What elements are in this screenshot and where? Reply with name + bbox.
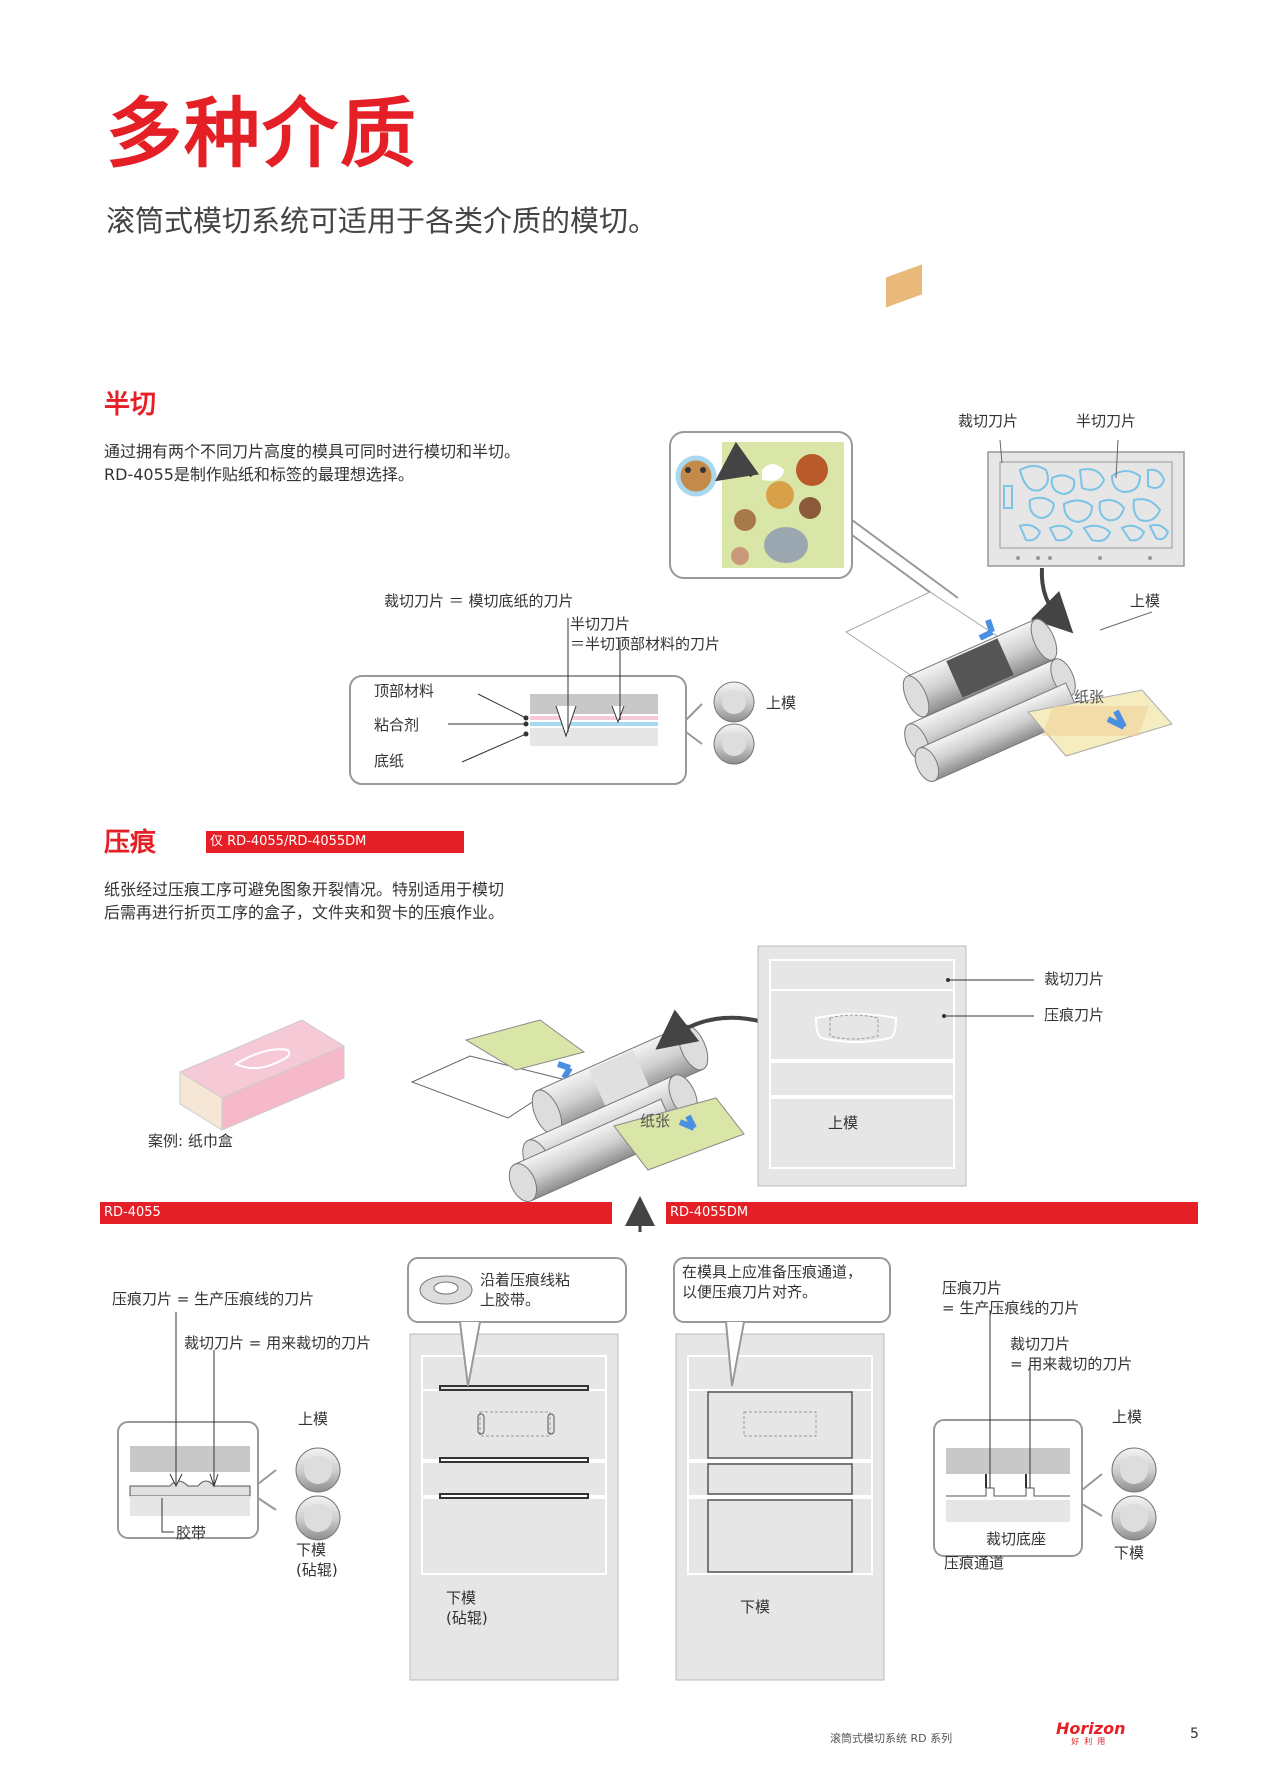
rd4055-callout-text: 沿着压痕线粘 上胶带。: [480, 1270, 570, 1310]
rd4055dm-crease-blade: 压痕刀片: [942, 1279, 1003, 1297]
crease-upper-die-label: 上模: [828, 1114, 859, 1132]
crease-paper-label: 纸张: [640, 1112, 671, 1130]
page-subtitle: 滚筒式模切系统可适用于各类介质的模切。: [106, 204, 658, 238]
label-top-material: 顶部材料: [374, 682, 435, 700]
rd4055-lower-note: (砧辊): [296, 1561, 338, 1579]
label-half-blade: 半切刀片: [570, 615, 631, 633]
crease-desc-line2: 后需再进行折页工序的盒子，文件夹和贺卡的压痕作业。: [104, 903, 505, 922]
rd4055-upper-label: 上模: [298, 1410, 329, 1428]
label-half-blade-definition: 半切刀片 ＝半切顶部材料的刀片: [570, 614, 720, 654]
rd4055dm-cut-blade: 裁切刀片: [1010, 1335, 1071, 1353]
crease-model-badge: 仅 RD-4055/RD-4055DM: [206, 831, 464, 853]
label-adhesive: 粘合剂: [374, 716, 420, 734]
half-cut-desc-line1: 通过拥有两个不同刀片高度的模具可同时进行模切和半切。: [104, 442, 521, 461]
rd4055-callout: [407, 1257, 627, 1387]
label-upper-die-small: 上模: [766, 694, 797, 712]
label-cut-blade-top: 裁切刀片: [958, 412, 1019, 430]
rd4055-board-lower-note: (砧辊): [446, 1609, 488, 1627]
rd4055-callout-line1: 沿着压痕线粘: [480, 1271, 571, 1289]
rd4055dm-cut-blade-def: 裁切刀片 = 用来裁切的刀片: [1010, 1334, 1132, 1374]
label-half-blade-top: 半切刀片: [1076, 412, 1137, 430]
rd4055-cross-section: [117, 1312, 341, 1541]
rd4055dm-callout-line1: 在模具上应准备压痕通道，: [682, 1263, 863, 1281]
rd4055-lower: 下模: [296, 1541, 327, 1559]
rd4055-board-lower-label: 下模 (砧辊): [446, 1588, 488, 1628]
page-title: 多种介质: [106, 89, 418, 178]
label-half-blade-def: ＝半切顶部材料的刀片: [570, 635, 721, 653]
rd4055dm-cut-base-label: 裁切底座: [986, 1530, 1047, 1548]
label-upper-die: 上模: [1130, 592, 1161, 610]
half-cut-cross-section: [349, 618, 755, 785]
crease-roller-machine: [410, 1009, 771, 1202]
tissue-box-example-label: 案例: 纸巾盒: [148, 1132, 233, 1150]
rd4055dm-cross-section: [933, 1310, 1157, 1557]
rd4055dm-upper-label: 上模: [1112, 1408, 1143, 1426]
rd4055dm-crease-blade-def: 压痕刀片 = 生产压痕线的刀片: [942, 1278, 1079, 1318]
logo-text: Horizon: [1056, 1719, 1126, 1738]
rd4055-cut-blade-def: 裁切刀片 = 用来裁切的刀片: [184, 1334, 372, 1352]
half-cut-desc-line2: RD-4055是制作贴纸和标签的最理想选择。: [104, 465, 414, 484]
page-number: 5: [1190, 1726, 1199, 1742]
rd4055dm-board-lower-label: 下模: [740, 1598, 771, 1616]
rd4055-board-lower: 下模: [446, 1589, 477, 1607]
crease-desc-line1: 纸张经过压痕工序可避免图象开裂情况。特别适用于模切: [104, 880, 505, 899]
crease-heading: 压痕: [104, 828, 157, 858]
rd4055dm-callout: [673, 1257, 891, 1387]
logo-subtext: 好利用: [1071, 1737, 1111, 1746]
half-cut-description: 通过拥有两个不同刀片高度的模具可同时进行模切和半切。 RD-4055是制作贴纸和…: [104, 440, 520, 486]
rd4055dm-board: [675, 1333, 885, 1681]
rd4055-bar: RD-4055: [100, 1202, 612, 1224]
rd4055-board: [409, 1333, 619, 1681]
sticker-callout: [669, 431, 966, 619]
crease-crease-blade-label: 压痕刀片: [1044, 1006, 1105, 1024]
crease-upper-die-board: [757, 945, 1034, 1187]
half-cut-die-plate: [987, 439, 1185, 634]
rd4055dm-callout-text: 在模具上应准备压痕通道， 以便压痕刀片对齐。: [682, 1262, 862, 1302]
rd4055dm-lower-label: 下模: [1114, 1544, 1145, 1562]
crease-description: 纸张经过压痕工序可避免图象开裂情况。特别适用于模切 后需再进行折页工序的盒子，文…: [104, 878, 504, 924]
half-cut-heading: 半切: [104, 390, 157, 420]
label-paper: 纸张: [1074, 688, 1105, 706]
label-backing-paper: 底纸: [374, 752, 405, 770]
rd4055dm-crease-channel-label: 压痕通道: [944, 1554, 1005, 1572]
tissue-box: [178, 1019, 346, 1131]
rd4055dm-cut-blade-text: = 用来裁切的刀片: [1010, 1355, 1133, 1373]
rd4055dm-crease-blade-text: = 生产压痕线的刀片: [942, 1299, 1080, 1317]
label-cut-blade-definition: 裁切刀片 ＝ 模切底纸的刀片: [384, 592, 574, 610]
footer-logo: Horizon 好利用: [1056, 1719, 1126, 1747]
crease-cut-blade-label: 裁切刀片: [1044, 970, 1105, 988]
rd4055-callout-line2: 上胶带。: [480, 1291, 541, 1309]
rd4055-tape-label: 胶带: [176, 1524, 207, 1542]
rd4055dm-bar: RD-4055DM: [666, 1202, 1198, 1224]
half-cut-roller-machine: [844, 264, 1173, 782]
footer-series: 滚筒式模切系统 RD 系列: [830, 1732, 953, 1745]
rd4055dm-callout-line2: 以便压痕刀片对齐。: [682, 1283, 818, 1301]
rd4055-crease-blade-def: 压痕刀片 = 生产压痕线的刀片: [112, 1290, 315, 1308]
rd4055-lower-label: 下模 (砧辊): [296, 1540, 338, 1580]
